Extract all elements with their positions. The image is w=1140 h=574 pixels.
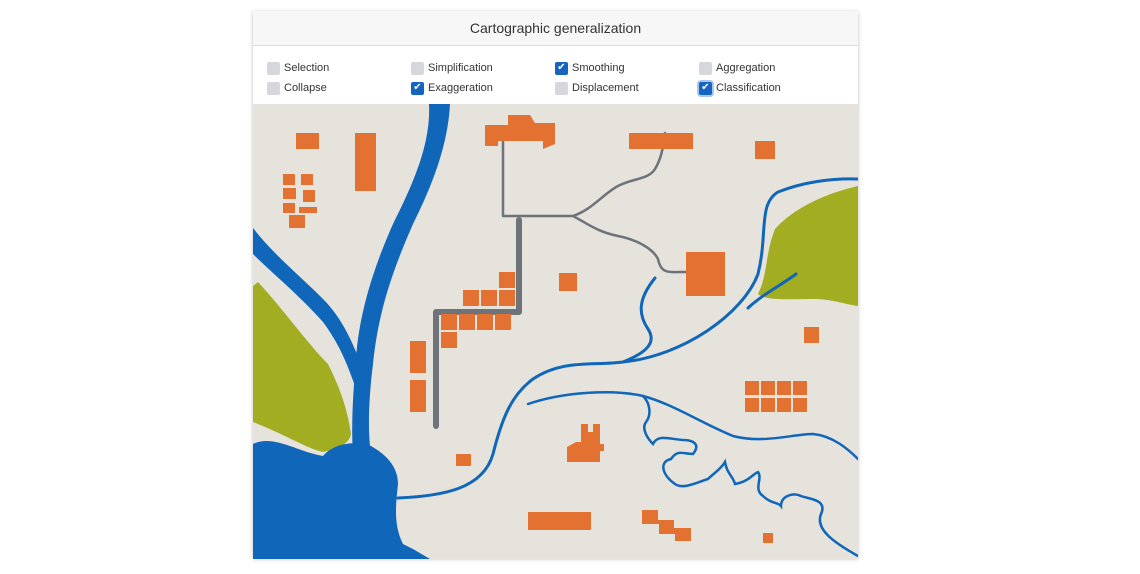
building xyxy=(441,332,457,348)
check-icon: ✔ xyxy=(557,62,566,73)
building xyxy=(499,290,515,306)
building xyxy=(755,141,775,159)
checkbox-smoothing[interactable]: ✔ Smoothing xyxy=(555,58,699,78)
options-group: Selection Simplification ✔ Smoothing Aggrega… xyxy=(253,46,858,104)
building xyxy=(463,290,479,306)
estuary xyxy=(253,441,430,559)
checkbox-simplification[interactable]: Simplification xyxy=(411,58,555,78)
building xyxy=(283,188,296,199)
checkbox-collapse[interactable]: Collapse xyxy=(267,78,411,98)
generalization-panel: Cartographic generalization Selection Sim… xyxy=(253,11,858,559)
panel-title: Cartographic generalization xyxy=(253,11,858,46)
checkbox-unchecked[interactable] xyxy=(411,61,424,75)
check-icon: ✔ xyxy=(413,82,422,93)
coastline xyxy=(641,394,858,558)
building xyxy=(777,381,791,395)
checkbox-unchecked[interactable] xyxy=(699,61,712,75)
checkbox-exaggeration[interactable]: ✔ Exaggeration xyxy=(411,78,555,98)
building xyxy=(686,252,725,296)
building xyxy=(763,533,773,543)
building xyxy=(499,272,515,288)
river-branch-line xyxy=(746,272,798,310)
building xyxy=(495,314,511,330)
building xyxy=(559,273,577,291)
checkbox-unchecked[interactable] xyxy=(267,81,280,95)
rivers xyxy=(396,177,858,558)
river-branch xyxy=(253,228,361,404)
building xyxy=(410,380,426,412)
vegetation-left xyxy=(253,282,351,452)
building xyxy=(296,133,319,149)
building xyxy=(629,133,693,149)
checkbox-label: Smoothing xyxy=(572,62,625,74)
building xyxy=(441,314,457,330)
checkbox-label: Collapse xyxy=(284,82,327,94)
building xyxy=(283,203,295,213)
building xyxy=(303,190,315,202)
river-tributary xyxy=(621,276,657,364)
checkbox-checked[interactable]: ✔ xyxy=(699,81,712,95)
building xyxy=(410,341,426,373)
building-complex xyxy=(485,115,555,149)
road-minor xyxy=(501,131,667,218)
buildings xyxy=(283,115,819,543)
building-cluster xyxy=(642,510,691,541)
checkbox-checked[interactable]: ✔ xyxy=(411,81,424,95)
building xyxy=(745,398,759,412)
checkbox-label: Aggregation xyxy=(716,62,776,74)
checkbox-classification[interactable]: ✔ Classification xyxy=(699,78,843,98)
building xyxy=(299,207,317,213)
building xyxy=(745,381,759,395)
checkbox-label: Classification xyxy=(716,82,781,94)
building xyxy=(481,290,497,306)
map xyxy=(253,104,858,559)
checkbox-displacement[interactable]: Displacement xyxy=(555,78,699,98)
checkbox-label: Selection xyxy=(284,62,330,74)
road-minor xyxy=(571,214,688,274)
building xyxy=(761,381,775,395)
road-major xyxy=(433,217,522,429)
checkbox-selection[interactable]: Selection xyxy=(267,58,411,78)
checkbox-label: Simplification xyxy=(428,62,493,74)
checkbox-unchecked[interactable] xyxy=(267,61,280,75)
river-main xyxy=(352,104,450,456)
building xyxy=(289,215,305,228)
building xyxy=(477,314,493,330)
building xyxy=(355,133,376,191)
checkbox-label: Exaggeration xyxy=(428,82,493,94)
building xyxy=(456,454,471,466)
building xyxy=(283,174,295,185)
building xyxy=(528,512,591,530)
checkbox-label: Displacement xyxy=(572,82,639,94)
river-second xyxy=(526,391,858,461)
checkbox-checked[interactable]: ✔ xyxy=(555,61,568,75)
building-complex xyxy=(567,424,604,462)
building xyxy=(777,398,791,412)
vegetation-right xyxy=(758,186,858,306)
check-icon: ✔ xyxy=(701,82,710,93)
building xyxy=(761,398,775,412)
building xyxy=(793,398,807,412)
checkbox-unchecked[interactable] xyxy=(555,81,568,95)
building xyxy=(459,314,475,330)
building xyxy=(804,327,819,343)
roads xyxy=(433,131,688,429)
building xyxy=(301,174,313,185)
building xyxy=(793,381,807,395)
checkbox-aggregation[interactable]: Aggregation xyxy=(699,58,843,78)
